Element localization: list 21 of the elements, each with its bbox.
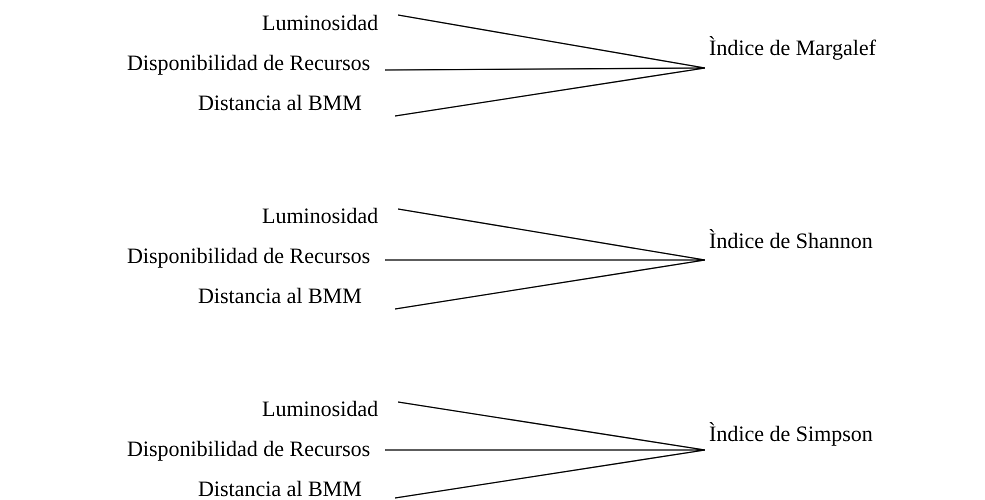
index-label: Ìndice de Margalef: [709, 35, 876, 60]
connector-line: [394, 449, 706, 499]
connector-line: [394, 67, 706, 117]
factor-label: Distancia al BMM: [198, 283, 362, 308]
factor-label: Distancia al BMM: [198, 90, 362, 115]
connector-line: [385, 259, 705, 261]
factor-label: Disponibilidad de Recursos: [127, 243, 370, 268]
factor-label: Disponibilidad de Recursos: [127, 50, 370, 75]
connector-line: [398, 401, 706, 451]
factor-label: Luminosidad: [262, 203, 378, 228]
index-label: Ìndice de Simpson: [709, 421, 873, 446]
factor-label: Luminosidad: [262, 10, 378, 35]
factor-label: Luminosidad: [262, 396, 378, 421]
factor-label: Disponibilidad de Recursos: [127, 436, 370, 461]
connector-line: [385, 67, 705, 71]
connector-line: [394, 259, 706, 310]
factor-label: Distancia al BMM: [198, 476, 362, 500]
connector-line: [385, 449, 705, 451]
index-label: Ìndice de Shannon: [709, 228, 873, 253]
connector-line: [398, 208, 706, 261]
connector-line: [398, 14, 706, 69]
